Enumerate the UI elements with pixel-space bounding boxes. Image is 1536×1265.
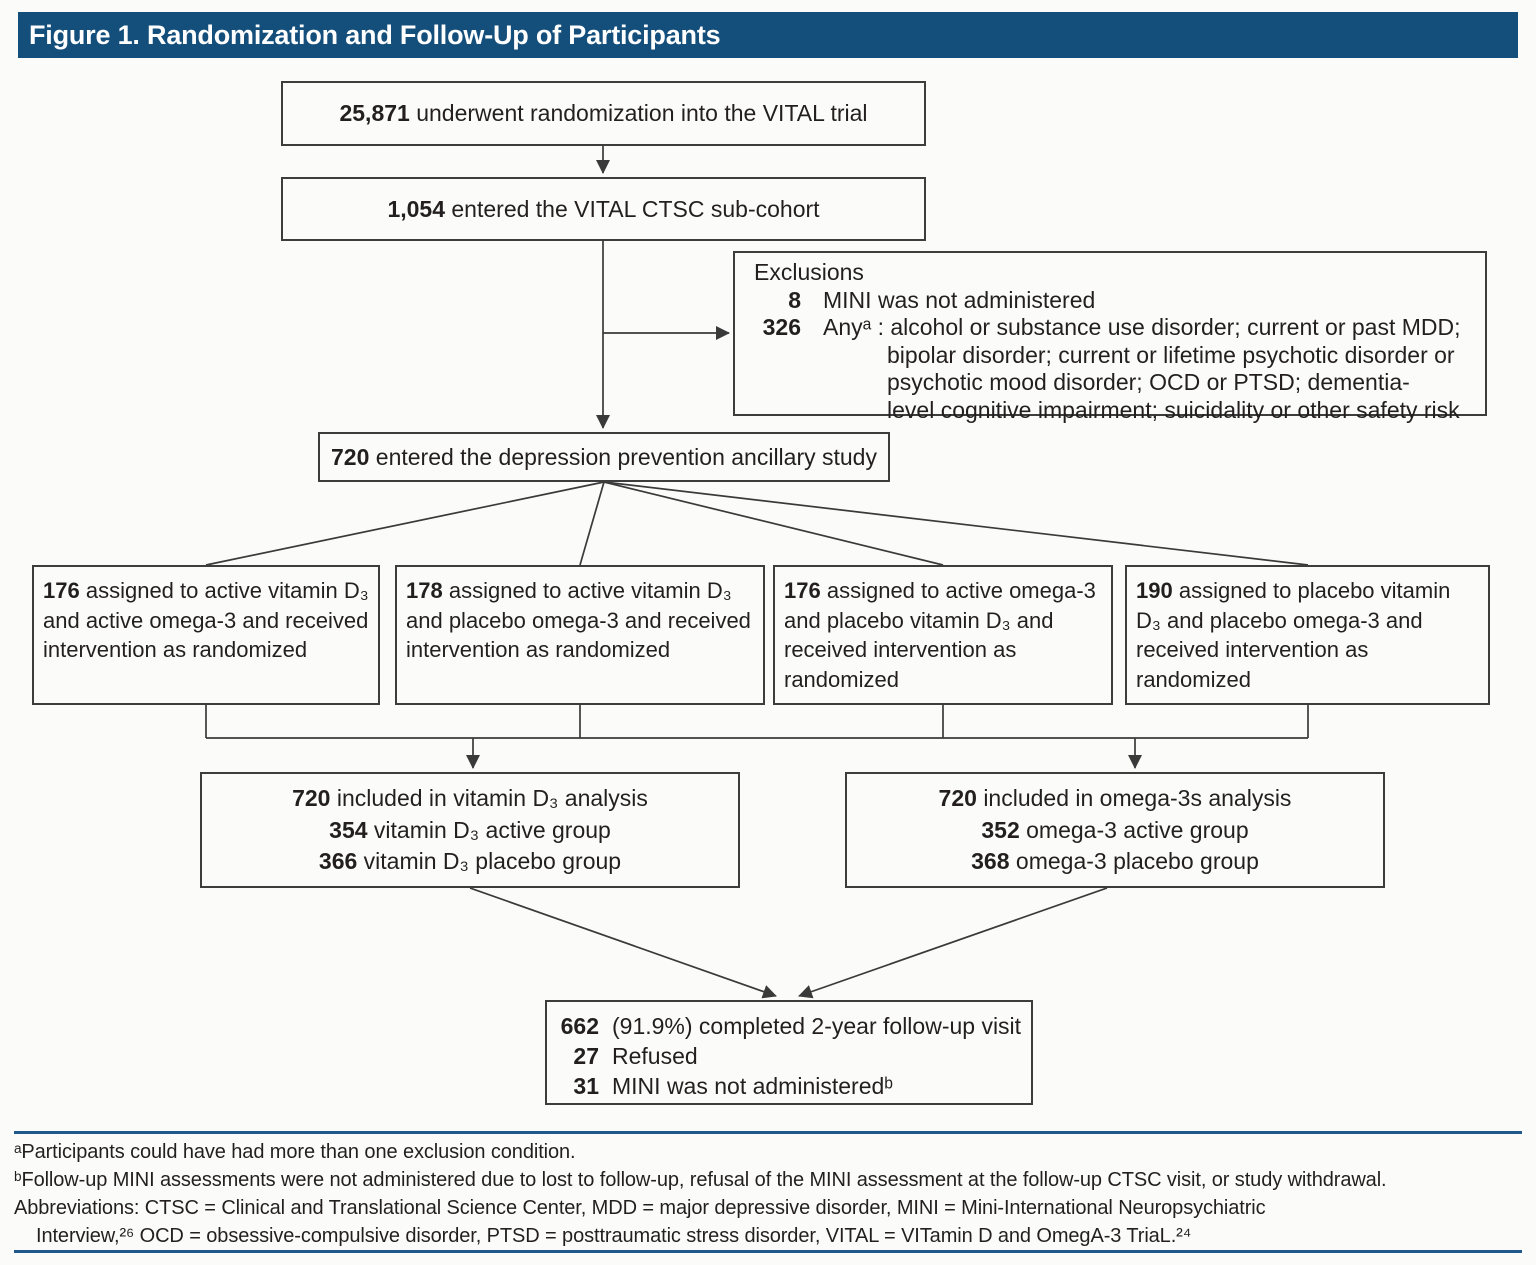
arm3-count: 176 bbox=[784, 578, 821, 603]
figure-title-bar: Figure 1. Randomization and Follow-Up of… bbox=[18, 12, 1518, 58]
subcohort-box: 1,054 entered the VITAL CTSC sub-cohort bbox=[281, 177, 926, 241]
randomized-text: 25,871 underwent randomization into the … bbox=[339, 100, 868, 127]
arm-box-active-vitd-active-omega: 176 assigned to active vitamin D₃ and ac… bbox=[32, 565, 380, 705]
fan-line-arm2 bbox=[579, 481, 605, 566]
ancillary-count: 720 bbox=[331, 443, 370, 470]
arrow-vitd-to-followup bbox=[469, 887, 777, 999]
omega-analysis-line3: 368 omega-3 placebo group bbox=[971, 848, 1259, 874]
exclusions-box: Exclusions 8 MINI was not administered 3… bbox=[733, 251, 1487, 423]
arm-box-active-omega-placebo-vitd: 176 assigned to active omega-3 and place… bbox=[773, 565, 1113, 705]
fan-line-arm3 bbox=[603, 481, 944, 566]
followup-line2: 27 Refused bbox=[573, 1043, 698, 1069]
ancillary-text: 720 entered the depression prevention an… bbox=[331, 443, 877, 470]
vitd-analysis-box: 720 included in vitamin D₃ analysis 354 … bbox=[200, 772, 740, 888]
exclusion-item-any: 326 Anyᵃ : alcohol or substance use diso… bbox=[749, 314, 1473, 424]
exclusions-heading: Exclusions bbox=[754, 259, 864, 285]
footnote-bottom-rule bbox=[14, 1250, 1522, 1253]
footnote-top-rule bbox=[14, 1131, 1522, 1134]
arrow-omega-to-followup bbox=[798, 887, 1108, 999]
exclusion-item-mini: 8 MINI was not administered bbox=[749, 287, 1473, 315]
vitd-analysis-line1: 720 included in vitamin D₃ analysis bbox=[292, 785, 648, 811]
omega-analysis-line1: 720 included in omega-3s analysis bbox=[938, 785, 1292, 811]
abbreviations-line1: Abbreviations: CTSC = Clinical and Trans… bbox=[14, 1197, 1266, 1219]
followup-line1: 662 (91.9%) completed 2-year follow-up v… bbox=[560, 1013, 1022, 1039]
exclusion-any-detail: Anyᵃ : alcohol or substance use disorder… bbox=[823, 314, 1461, 423]
exclusion-count-mini: 8 bbox=[788, 286, 801, 313]
vitd-analysis-line2: 354 vitamin D₃ active group bbox=[329, 816, 611, 843]
subcohort-text: 1,054 entered the VITAL CTSC sub-cohort bbox=[387, 195, 820, 222]
omega-analysis-box: 720 included in omega-3s analysis 352 om… bbox=[845, 772, 1385, 888]
arm4-count: 190 bbox=[1136, 578, 1173, 603]
figure-title: Figure 1. Randomization and Follow-Up of… bbox=[29, 20, 721, 50]
footnote-b: ᵇFollow-up MINI assessments were not adm… bbox=[14, 1169, 1387, 1191]
followup-line3: 31 MINI was not administeredᵇ bbox=[573, 1073, 893, 1099]
footnote-a: ᵃParticipants could have had more than o… bbox=[14, 1141, 576, 1163]
abbreviations-line2: Interview,²⁶ OCD = obsessive-compulsive … bbox=[36, 1225, 1192, 1247]
randomized-count: 25,871 bbox=[339, 100, 410, 127]
fan-line-arm4 bbox=[603, 481, 1309, 566]
omega-analysis-line2: 352 omega-3 active group bbox=[981, 816, 1249, 843]
arm1-count: 176 bbox=[43, 578, 80, 603]
randomized-box: 25,871 underwent randomization into the … bbox=[281, 81, 926, 146]
followup-box: 662 (91.9%) completed 2-year follow-up v… bbox=[545, 1000, 1033, 1105]
vitd-analysis-line3: 366 vitamin D₃ placebo group bbox=[318, 848, 622, 874]
fan-line-arm1 bbox=[205, 481, 605, 566]
exclusion-count-any: 326 bbox=[762, 314, 801, 340]
arm2-count: 178 bbox=[406, 578, 443, 603]
arm-box-placebo-vitd-placebo-omega: 190 assigned to placebo vitamin D₃ and p… bbox=[1125, 565, 1490, 705]
ancillary-box: 720 entered the depression prevention an… bbox=[318, 432, 890, 482]
subcohort-count: 1,054 bbox=[387, 195, 445, 222]
arm-box-active-vitd-placebo-omega: 178 assigned to active vitamin D₃ and pl… bbox=[395, 565, 765, 705]
